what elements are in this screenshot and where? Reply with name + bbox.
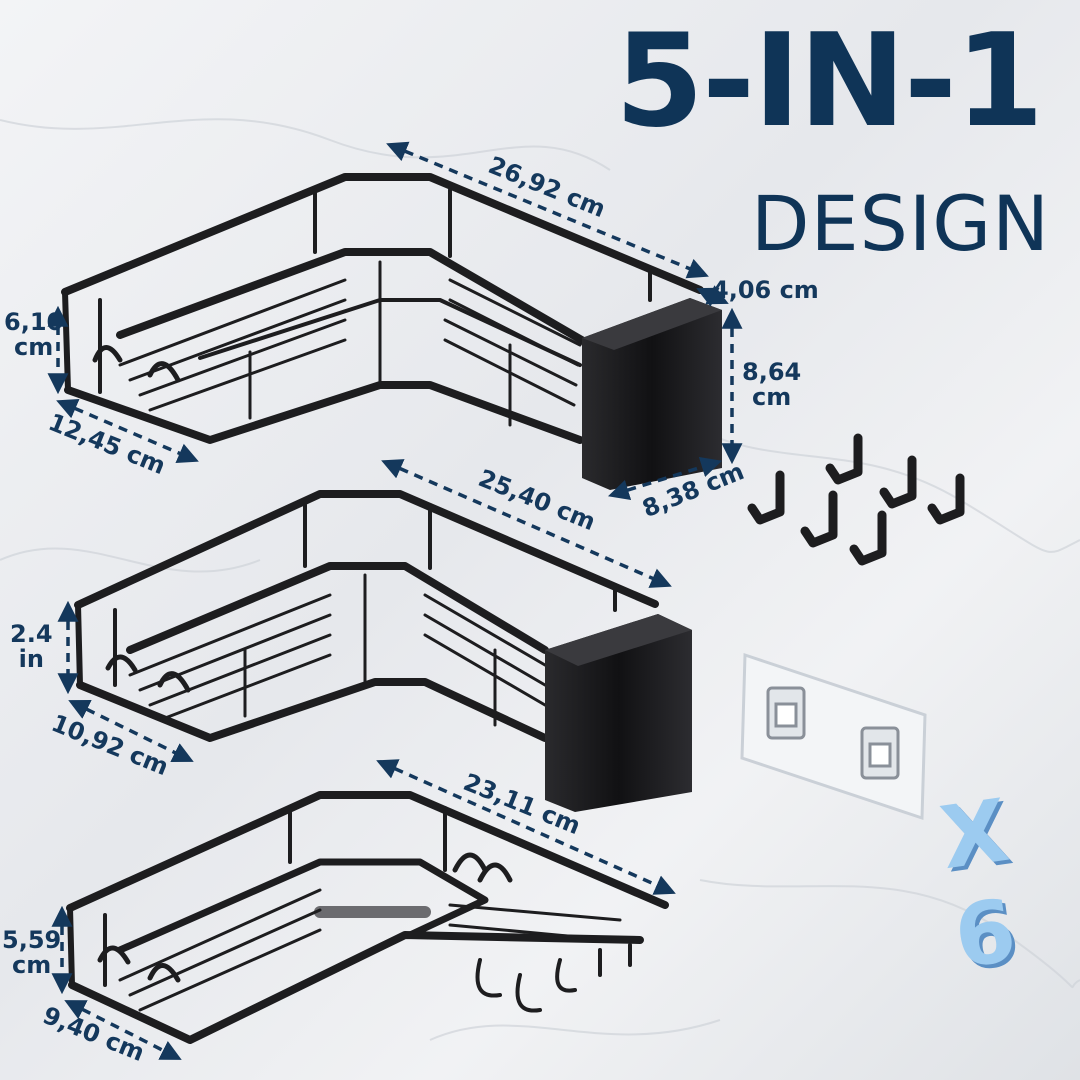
adhesive-hook-icon — [766, 686, 806, 740]
top-caddy — [582, 298, 722, 490]
headline-subtitle: DESIGN — [751, 179, 1050, 268]
headline-title: 5-IN-1 — [614, 7, 1044, 156]
dimension-arrows — [47, 141, 743, 1060]
hook-icon — [825, 433, 863, 485]
hook-icon — [849, 510, 887, 566]
hook-icon — [747, 470, 785, 525]
adhesive-strip — [740, 652, 927, 821]
bottom-height-label: 5,59 cm — [2, 926, 62, 980]
middle-caddy — [545, 614, 692, 812]
hook-icon — [927, 473, 965, 525]
hook-icon — [879, 455, 917, 509]
hook-icon — [800, 490, 838, 548]
caddy-depth-label: 4,06 cm — [712, 276, 819, 304]
caddy-height-label: 8,64 cm — [742, 358, 802, 412]
hooks-group — [747, 433, 965, 566]
top-height-label: 6,10 cm — [4, 308, 64, 362]
adhesive-hook-icon — [860, 726, 900, 780]
middle-height-label: 2.4 in — [10, 620, 53, 674]
middle-shelf — [74, 490, 659, 742]
